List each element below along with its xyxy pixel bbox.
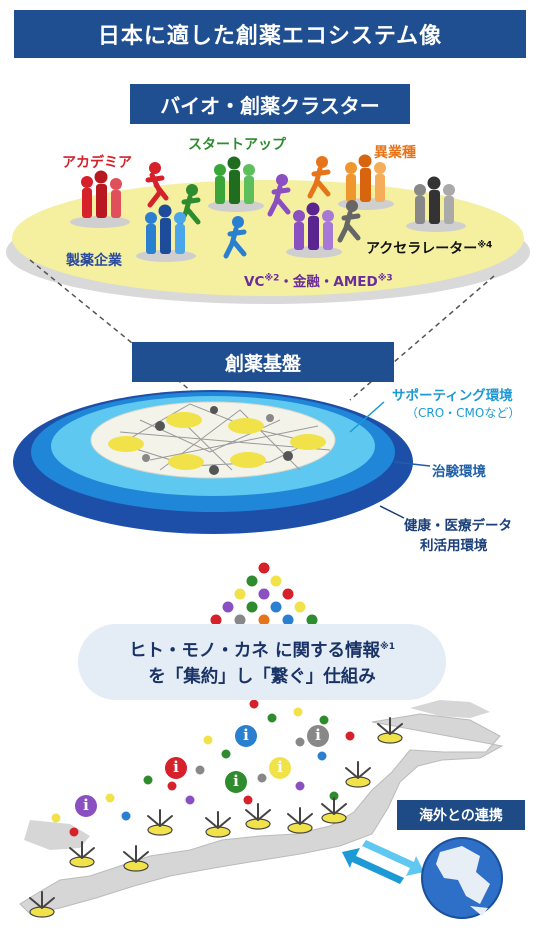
hub-arrows <box>29 717 403 909</box>
label-support-sub: （CRO・CMOなど） <box>406 406 521 420</box>
info-icon-1: i <box>243 726 249 744</box>
cluster-title: バイオ・創薬クラスター <box>130 84 410 124</box>
trial-pointer <box>393 461 431 467</box>
startup-group <box>208 156 264 212</box>
note-2: ※2 <box>264 273 280 284</box>
dashed-connector-right <box>349 275 495 401</box>
dot-arrow <box>210 562 318 626</box>
info-icon-2: i <box>315 726 321 744</box>
label-vc: VC <box>244 274 265 290</box>
label-accelerator: アクセラレーター <box>366 241 478 257</box>
walker-gray <box>337 200 361 243</box>
base-title: 創薬基盤 <box>132 342 394 382</box>
page-title: 日本に適した創薬エコシステム像 <box>14 10 526 58</box>
info-line-1: ヒト・モノ・カネ に関する情報※1 <box>129 634 395 664</box>
walker-purple <box>267 174 291 217</box>
academia-group <box>70 170 130 228</box>
runner-red <box>145 162 169 208</box>
label-support: サポーティング環境 <box>392 388 513 404</box>
globe-icon <box>421 837 503 919</box>
japan-map-south <box>24 820 90 850</box>
label-accelerator-wrap: アクセラレーター※4 <box>366 238 492 258</box>
health-pointer <box>379 505 405 519</box>
label-health-data-2: 利活用環境 <box>420 538 488 554</box>
label-finance-amed: ・金融・AMED <box>279 274 378 290</box>
label-other-industry: 異業種 <box>374 145 416 161</box>
info-line-2: を「集約」し「繋ぐ」仕組み <box>148 666 376 687</box>
note-4: ※4 <box>477 240 493 251</box>
label-startup: スタートアップ <box>188 137 286 153</box>
info-icon-4: i <box>233 772 239 790</box>
walker-blue <box>223 216 247 259</box>
info-pill: ヒト・モノ・カネ に関する情報※1 を「集約」し「繋ぐ」仕組み <box>78 624 446 700</box>
label-trial: 治験環境 <box>432 464 486 480</box>
support-pointer <box>349 401 385 433</box>
map-dots <box>51 685 355 837</box>
accelerator-group <box>406 176 466 232</box>
overseas-label: 海外との連携 <box>397 800 525 830</box>
info-icon-6: i <box>83 796 89 814</box>
note-3: ※3 <box>377 273 393 284</box>
info-line-1-main: ヒト・モノ・カネ に関する情報 <box>128 640 381 661</box>
label-pharma: 製薬企業 <box>66 253 122 269</box>
label-vc-finance-amed: VC※2・金融・AMED※3 <box>244 270 393 291</box>
label-health-data-1: 健康・医療データ <box>404 518 512 534</box>
cluster-oval <box>12 180 524 296</box>
walker-green-1 <box>177 184 201 227</box>
network-nodes-yellow <box>108 412 326 470</box>
note-1: ※1 <box>380 642 396 653</box>
network-nodes-dark <box>142 406 293 475</box>
other-industry-group <box>338 154 394 210</box>
info-icon-3: i <box>173 758 179 776</box>
label-academia: アカデミア <box>62 155 132 171</box>
info-icon-5: i <box>277 758 283 776</box>
runner-orange <box>307 156 331 199</box>
pharma-group <box>136 204 196 262</box>
info-circles <box>75 725 329 817</box>
hub-markers <box>29 732 403 918</box>
overseas-arrows <box>342 840 424 884</box>
japan-map-north <box>410 700 490 718</box>
vc-group <box>286 202 342 258</box>
